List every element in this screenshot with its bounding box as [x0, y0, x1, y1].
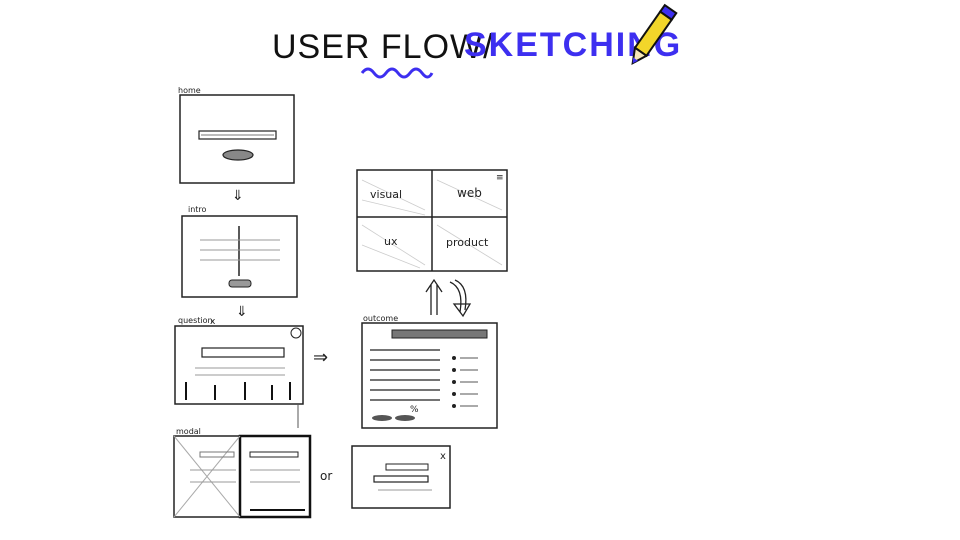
screen-small-modal: x: [351, 445, 451, 509]
screen-modal: [173, 434, 312, 519]
curved-down-arrow-icon: [449, 279, 472, 318]
screen-outcome-label: outcome: [363, 314, 398, 323]
screen-question-close: x: [210, 317, 216, 327]
screen-category-grid: ≡ visual web ux product: [356, 169, 508, 272]
title-underline-squiggle: [360, 67, 434, 79]
screen-outcome: %: [361, 322, 498, 429]
screen-question: [174, 325, 304, 428]
screen-question-label: question: [178, 316, 213, 325]
up-arrow-icon: [425, 278, 443, 315]
close-icon: x: [440, 451, 446, 462]
grid-label-product: product: [446, 236, 489, 249]
screen-modal-label: modal: [176, 427, 201, 436]
down-arrow-icon-2: ⇓: [236, 304, 248, 320]
menu-icon-2: ≡: [496, 173, 504, 183]
right-arrow-icon: ⇒: [313, 347, 328, 368]
title-user-flow: USER FLOW/: [272, 28, 494, 66]
pencil-icon: [631, 3, 678, 66]
grid-label-web: web: [457, 186, 482, 200]
menu-icon: [290, 327, 302, 339]
screen-home: [179, 94, 295, 184]
down-arrow-icon: ⇓: [232, 188, 244, 204]
screen-intro-label: intro: [188, 205, 207, 214]
or-text: or: [320, 469, 332, 483]
percent-label: %: [410, 405, 419, 415]
screen-intro: [181, 215, 298, 298]
grid-label-visual: visual: [370, 188, 402, 201]
screen-home-label: home: [178, 86, 201, 95]
grid-label-ux: ux: [384, 235, 398, 248]
